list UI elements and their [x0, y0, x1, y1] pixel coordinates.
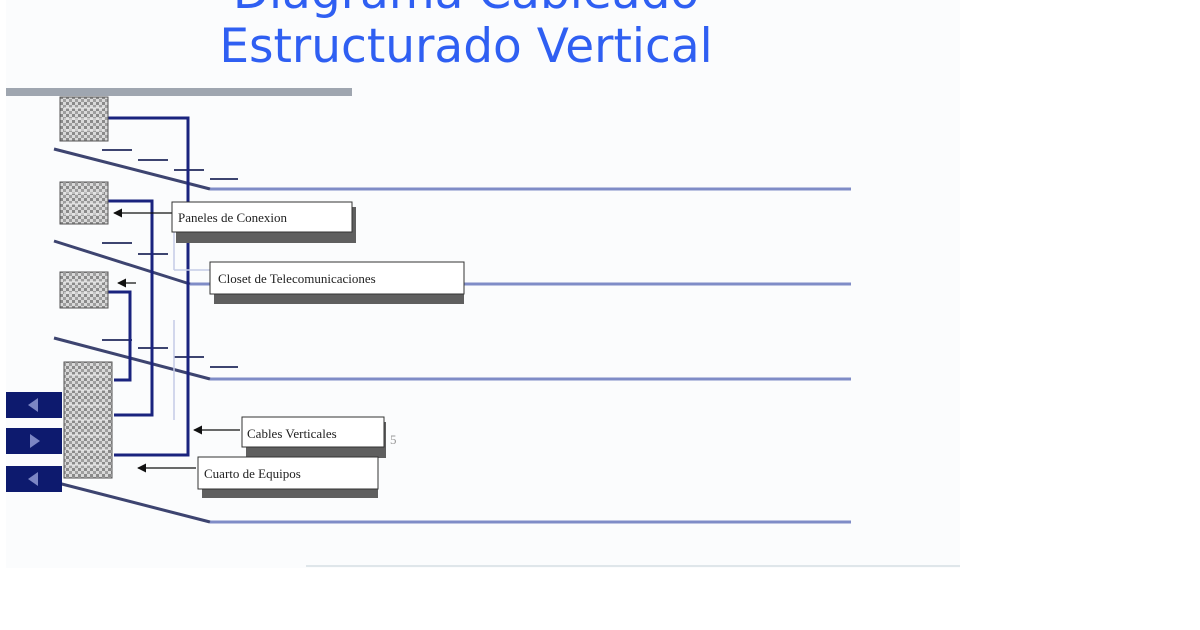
header-rule: [6, 88, 352, 96]
slab-edge: [53, 239, 191, 286]
label-vertical-cables: Cables Verticales: [247, 426, 337, 441]
slab-edge: [53, 336, 211, 381]
label-equipment-room: Cuarto de Equipos: [204, 466, 301, 481]
cabling-diagram: Paneles de Conexion Closet de Telecomuni…: [6, 88, 960, 567]
vertical-cables: [106, 116, 190, 457]
rack-icon: [59, 96, 109, 142]
slab-edge: [53, 480, 211, 524]
ceiling-ticks: [102, 149, 238, 368]
callout-vertical-cables: Cables Verticales: [241, 416, 386, 458]
callout-patch-panels: Paneles de Conexion: [171, 201, 356, 243]
title-line-2: Estructurado Vertical: [219, 19, 713, 74]
equipment-icon: [6, 428, 62, 454]
callout-equipment-room: Cuarto de Equipos: [197, 456, 379, 498]
equipment-icon: [6, 466, 62, 492]
cable-floor-2: [106, 290, 132, 382]
cable-floor-3: [106, 199, 154, 417]
callout-telecom-closet: Closet de Telecomunicaciones: [209, 261, 465, 304]
slide: Diagrama Cableado Estructurado Vertical: [6, 0, 960, 568]
callout-arrows: [113, 208, 240, 473]
stray-mark: 5: [390, 432, 397, 447]
slab-edges: [53, 147, 211, 524]
rack-icon: [59, 271, 109, 309]
label-patch-panels: Paneles de Conexion: [178, 210, 288, 225]
title-line-1: Diagrama Cableado: [86, 0, 846, 20]
equipment-icon: [6, 392, 62, 418]
label-telecom-closet: Closet de Telecomunicaciones: [218, 271, 376, 286]
cable-floor-4: [106, 116, 190, 457]
rack-icon: [59, 181, 109, 225]
rack-icon: [63, 361, 113, 479]
slab-edge: [53, 147, 211, 191]
diagram-title: Diagrama Cableado Estructurado Vertical: [86, 0, 846, 74]
thin-links: [173, 212, 210, 420]
